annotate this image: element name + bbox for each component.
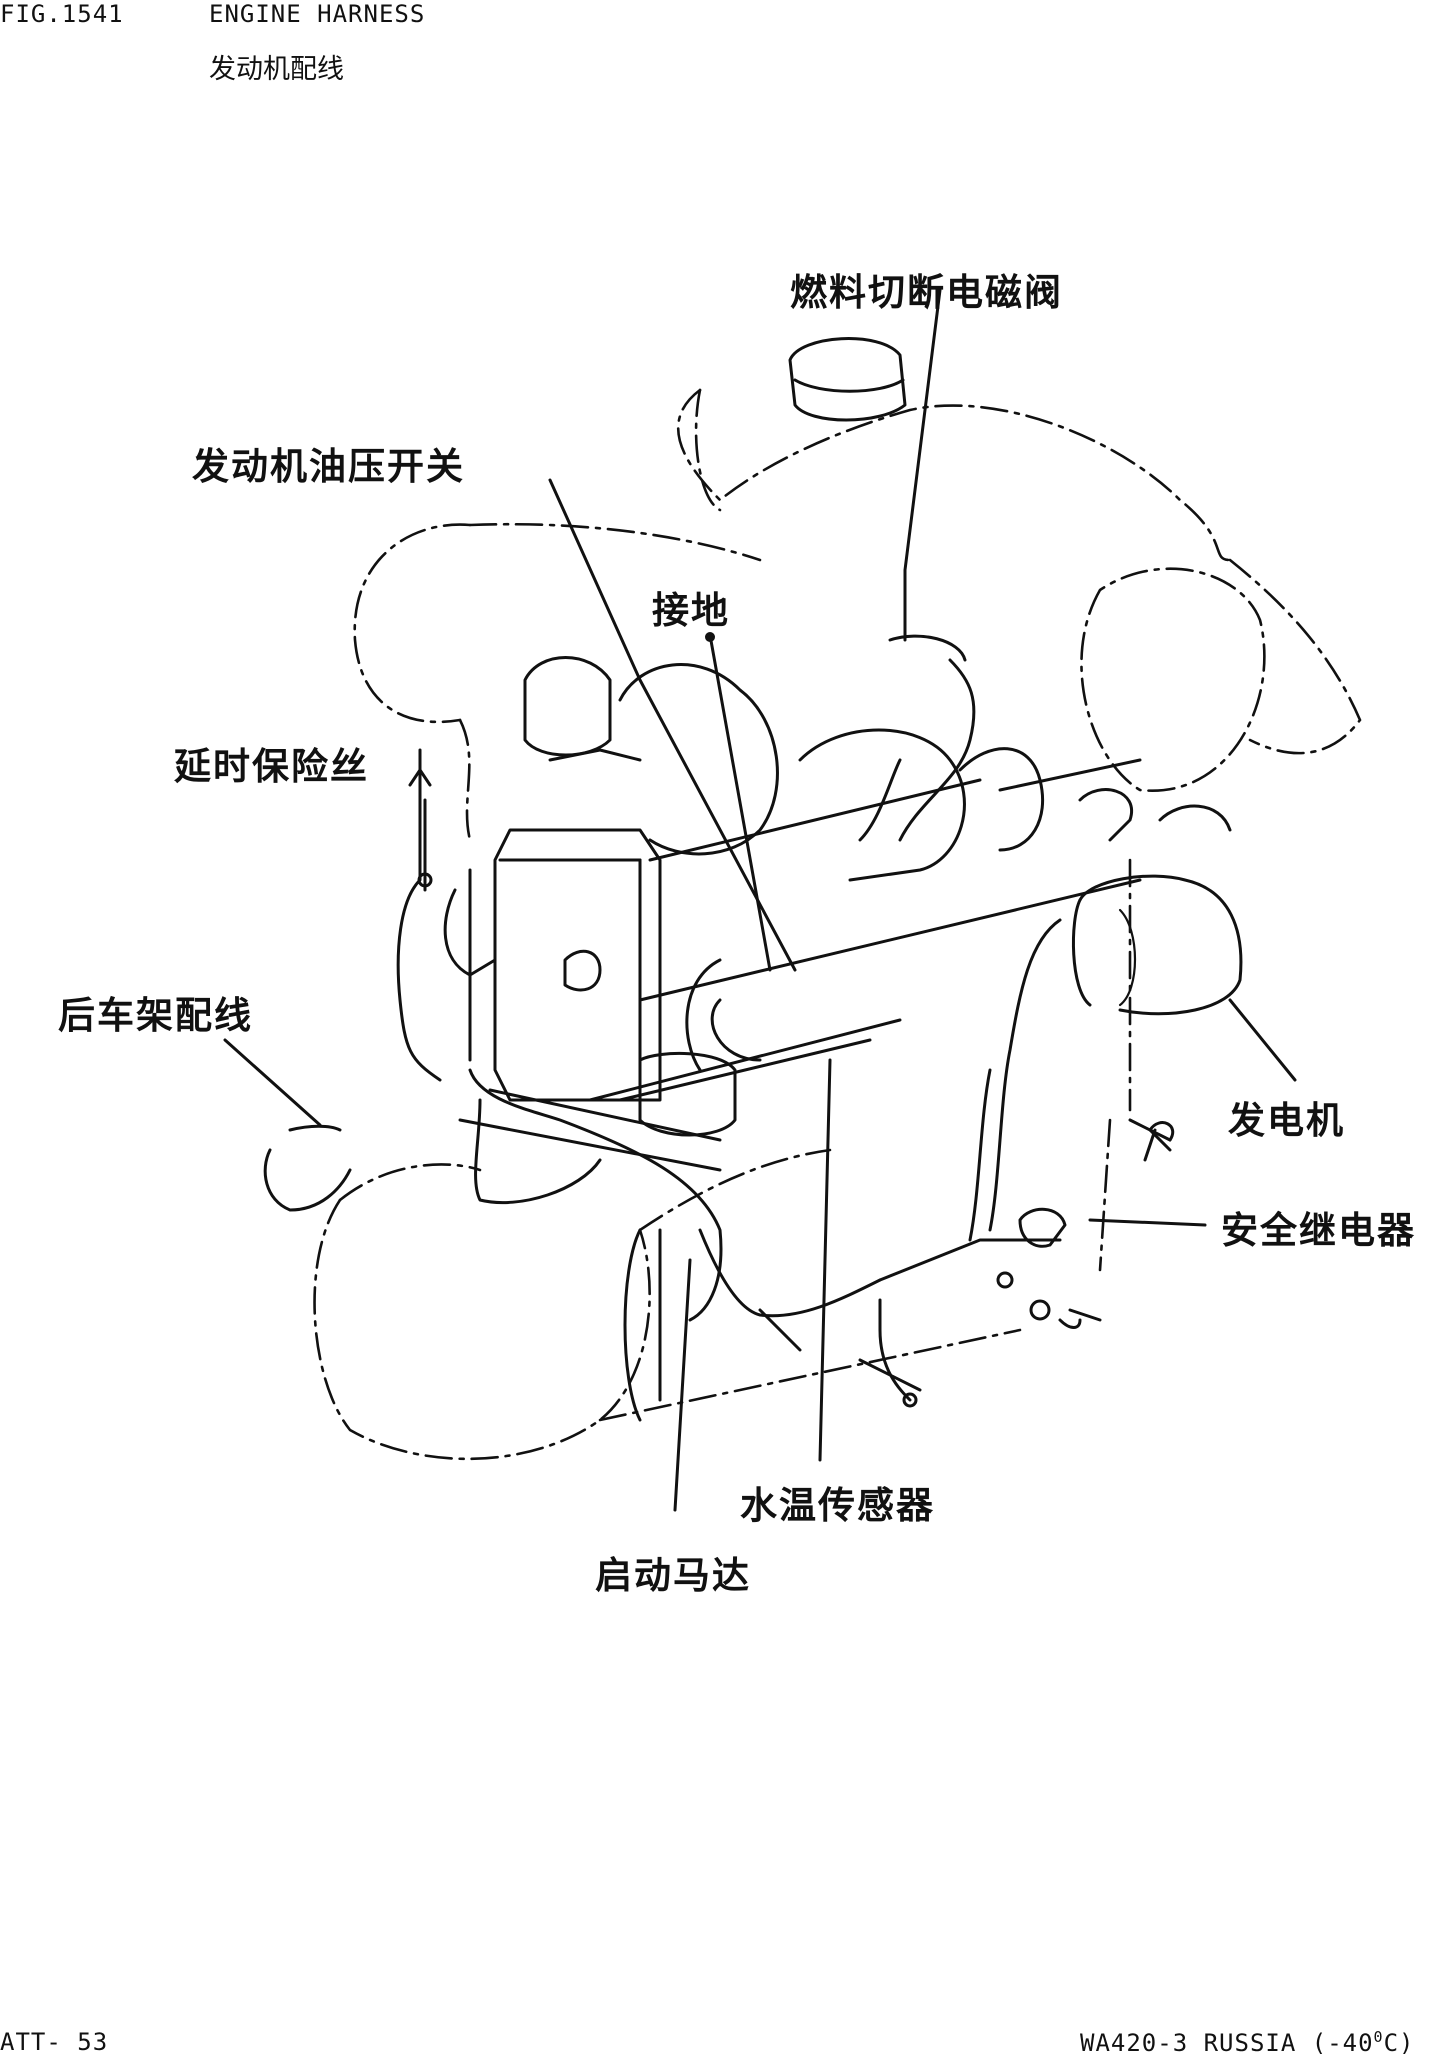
page-number: ATT- 53: [0, 2028, 109, 2056]
leader-ground: [708, 633, 772, 972]
leader-water-temp-sensor: [818, 1058, 832, 1462]
upper-tank-outline: [676, 337, 1362, 792]
leader-lines: [223, 288, 1297, 1512]
leader-engine-oil-pressure-switch: [548, 478, 797, 972]
engine-body-outline: [443, 656, 1232, 1137]
label-water-temp-sensor: 水温传感器: [740, 1483, 935, 1527]
flywheel-housing-outline: [313, 858, 1132, 1461]
label-ground: 接地: [652, 588, 730, 632]
leader-rear-frame-wiring: [223, 1038, 322, 1127]
label-engine-oil-pressure-switch: 发动机油压开关: [192, 444, 465, 488]
leader-fuel-cut-solenoid: [903, 288, 942, 642]
figure-number: FIG.1541: [0, 0, 124, 28]
label-fuel-cut-solenoid: 燃料切断电磁阀: [790, 270, 1063, 314]
label-starting-motor: 启动马达: [595, 1553, 751, 1597]
figure-subtitle: 发动机配线: [209, 54, 344, 85]
label-time-delay-fuse: 延时保险丝: [174, 744, 369, 788]
model-designation: WA420-3 RUSSIA (-400C): [1080, 2028, 1415, 2057]
leader-safety-relay: [1088, 1218, 1207, 1227]
label-safety-relay: 安全继电器: [1221, 1208, 1416, 1252]
left-cylinder-outline: [353, 522, 762, 842]
leader-alternator: [1228, 998, 1297, 1082]
alternator-outline: [1072, 874, 1243, 1016]
label-alternator: 发电机: [1228, 1098, 1345, 1142]
figure-title: ENGINE HARNESS: [209, 0, 426, 28]
leader-starting-motor: [673, 1258, 692, 1512]
degree-superscript: 0: [1373, 2028, 1384, 2046]
label-rear-frame-wiring: 后车架配线: [58, 993, 253, 1037]
harness-wiring: [263, 634, 1174, 1408]
